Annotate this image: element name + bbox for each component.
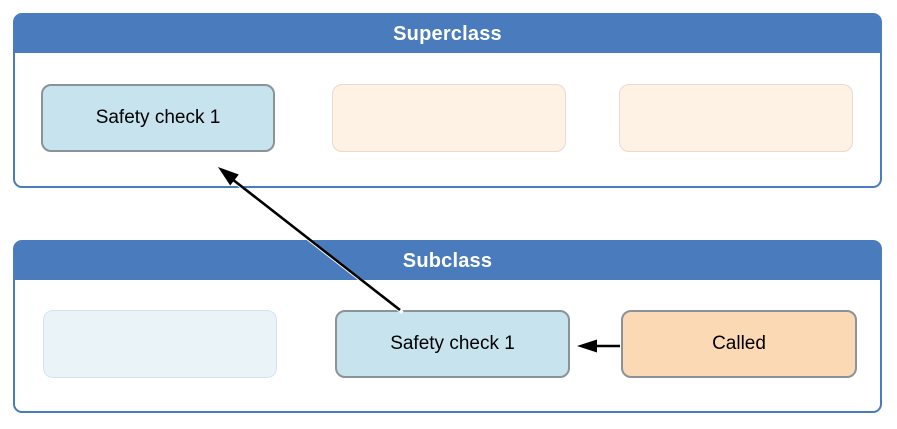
superclass-header: Superclass <box>15 15 880 53</box>
called-box: Called <box>621 310 857 378</box>
called-box-label: Called <box>712 333 766 354</box>
superclass-placeholder-box-1 <box>332 84 566 152</box>
subclass-title: Subclass <box>402 249 493 272</box>
subclass-placeholder-box <box>43 310 277 378</box>
superclass-title: Superclass <box>393 22 502 45</box>
subclass-safety-check-1-box: Safety check 1 <box>335 310 570 378</box>
subclass-header: Subclass <box>15 242 880 280</box>
subclass-safety-check-1-label: Safety check 1 <box>390 333 515 354</box>
superclass-safety-check-1-label: Safety check 1 <box>95 107 221 128</box>
superclass-safety-check-1-box: Safety check 1 <box>41 84 275 152</box>
superclass-placeholder-box-2 <box>619 84 853 152</box>
